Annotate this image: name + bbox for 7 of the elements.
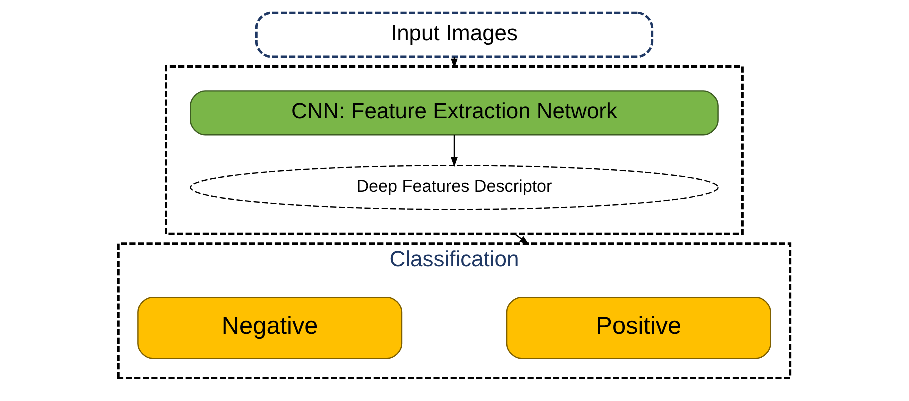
node-box: CNN: Feature Extraction Network <box>190 90 719 136</box>
node-box: Positive <box>506 296 772 360</box>
node-ellipse: Deep Features Descriptor <box>190 165 719 210</box>
cluster <box>165 66 744 236</box>
node-box: Negative <box>138 296 403 360</box>
arrow <box>451 135 458 168</box>
arrow <box>514 234 530 245</box>
